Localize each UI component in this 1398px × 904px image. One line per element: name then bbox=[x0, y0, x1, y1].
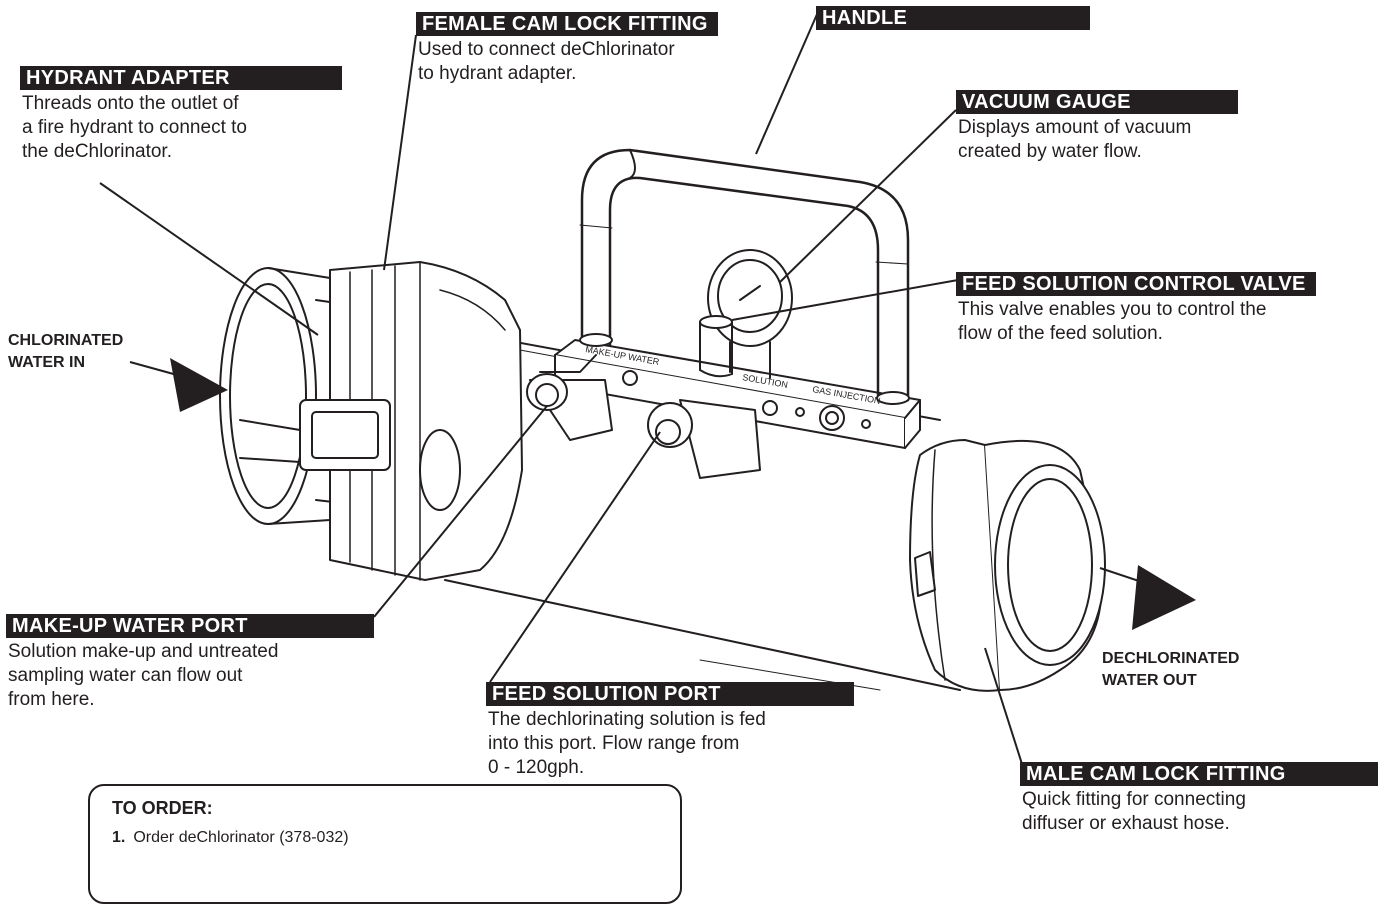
leader-female-cam-lock bbox=[383, 34, 417, 271]
callout-male-cam-lock: MALE CAM LOCK FITTING Quick fitting for … bbox=[1020, 762, 1378, 836]
feed-solution-valve bbox=[699, 315, 733, 378]
makeup-water-port bbox=[526, 354, 613, 441]
callout-female-cam-lock: FEMALE CAM LOCK FITTING Used to connect … bbox=[416, 12, 718, 86]
desc-line: diffuser or exhaust hose. bbox=[1022, 813, 1230, 834]
desc-line: Threads onto the outlet of bbox=[22, 93, 239, 114]
desc-line: sampling water can flow out bbox=[8, 665, 243, 686]
leader-male-cam-lock bbox=[984, 647, 1023, 765]
order-box: TO ORDER: 1. Order deChlorinator (378-032… bbox=[88, 784, 682, 904]
order-item-text: Order deChlorinator (378-032) bbox=[133, 829, 349, 846]
desc-line: a fire hydrant to connect to bbox=[22, 117, 247, 138]
leader-vacuum-gauge bbox=[779, 109, 957, 283]
order-item: 1. Order deChlorinator (378-032) bbox=[112, 829, 658, 847]
desc-line: Quick fitting for connecting bbox=[1022, 789, 1246, 810]
female-cam-lock-desc: Used to connect deChlorinator to hydrant… bbox=[416, 38, 718, 86]
hydrant-adapter-desc: Threads onto the outlet of a fire hydran… bbox=[20, 92, 342, 164]
feed-solution-port-fitting bbox=[647, 399, 761, 479]
desc-line: The dechlorinating solution is fed bbox=[488, 709, 766, 730]
desc-line: created by water flow. bbox=[958, 141, 1142, 162]
makeup-port-title: MAKE-UP WATER PORT bbox=[6, 614, 374, 638]
leader-hydrant-adapter bbox=[99, 182, 319, 336]
desc-line: Used to connect deChlorinator bbox=[418, 39, 675, 60]
callout-vacuum-gauge: VACUUM GAUGE Displays amount of vacuum c… bbox=[956, 90, 1238, 164]
feed-port-title: FEED SOLUTION PORT bbox=[486, 682, 854, 706]
dechlorinator-illustration: MAKE-UP WATER SOLUTION GAS INJECTION bbox=[99, 11, 1196, 765]
feed-valve-title: FEED SOLUTION CONTROL VALVE bbox=[956, 272, 1316, 296]
vacuum-gauge-desc: Displays amount of vacuum created by wat… bbox=[956, 116, 1238, 164]
desc-line: from here. bbox=[8, 689, 95, 710]
callout-feed-valve: FEED SOLUTION CONTROL VALVE This valve e… bbox=[956, 272, 1316, 346]
leader-feed-valve bbox=[731, 279, 959, 321]
handle-frame bbox=[579, 148, 910, 405]
inlet-label: CHLORINATED WATER IN bbox=[8, 330, 123, 374]
outlet-label: DECHLORINATED WATER OUT bbox=[1102, 648, 1239, 692]
feed-valve-desc: This valve enables you to control the fl… bbox=[956, 298, 1316, 346]
order-title: TO ORDER: bbox=[112, 798, 213, 818]
outlet-label-line: DECHLORINATED bbox=[1102, 650, 1240, 667]
order-item-number: 1. bbox=[112, 829, 126, 846]
inlet-arrow-head bbox=[170, 358, 228, 412]
callout-makeup-port: MAKE-UP WATER PORT Solution make-up and … bbox=[6, 614, 374, 712]
desc-line: 0 - 120gph. bbox=[488, 757, 585, 778]
inlet-label-line: WATER IN bbox=[8, 354, 86, 371]
handle-title: HANDLE bbox=[816, 6, 1090, 30]
outlet-arrow-head bbox=[1132, 565, 1196, 630]
hydrant-adapter-title: HYDRANT ADAPTER bbox=[20, 66, 342, 90]
desc-line: the deChlorinator. bbox=[22, 141, 172, 162]
feed-port-desc: The dechlorinating solution is fed into … bbox=[486, 708, 854, 780]
desc-line: to hydrant adapter. bbox=[418, 63, 577, 84]
female-cam-lock bbox=[239, 261, 523, 581]
callout-hydrant-adapter: HYDRANT ADAPTER Threads onto the outlet … bbox=[20, 66, 342, 164]
leader-feed-port bbox=[489, 431, 661, 683]
desc-line: into this port. Flow range from bbox=[488, 733, 740, 754]
outlet-label-line: WATER OUT bbox=[1102, 672, 1197, 689]
desc-line: This valve enables you to control the bbox=[958, 299, 1267, 320]
male-cam-lock-desc: Quick fitting for connecting diffuser or… bbox=[1020, 788, 1378, 836]
callout-feed-port: FEED SOLUTION PORT The dechlorinating so… bbox=[486, 682, 854, 780]
vacuum-gauge-title: VACUUM GAUGE bbox=[956, 90, 1238, 114]
inlet-label-line: CHLORINATED bbox=[8, 332, 124, 349]
makeup-port-desc: Solution make-up and untreated sampling … bbox=[6, 640, 374, 712]
callout-handle: HANDLE bbox=[816, 6, 1090, 30]
desc-line: Displays amount of vacuum bbox=[958, 117, 1192, 138]
male-cam-lock bbox=[909, 439, 1106, 692]
desc-line: Solution make-up and untreated bbox=[8, 641, 279, 662]
female-cam-lock-title: FEMALE CAM LOCK FITTING bbox=[416, 12, 718, 36]
vacuum-gauge bbox=[707, 249, 793, 379]
desc-line: flow of the feed solution. bbox=[958, 323, 1163, 344]
leader-handle bbox=[755, 11, 819, 155]
leader-makeup-port bbox=[373, 405, 548, 618]
male-cam-lock-title: MALE CAM LOCK FITTING bbox=[1020, 762, 1378, 786]
